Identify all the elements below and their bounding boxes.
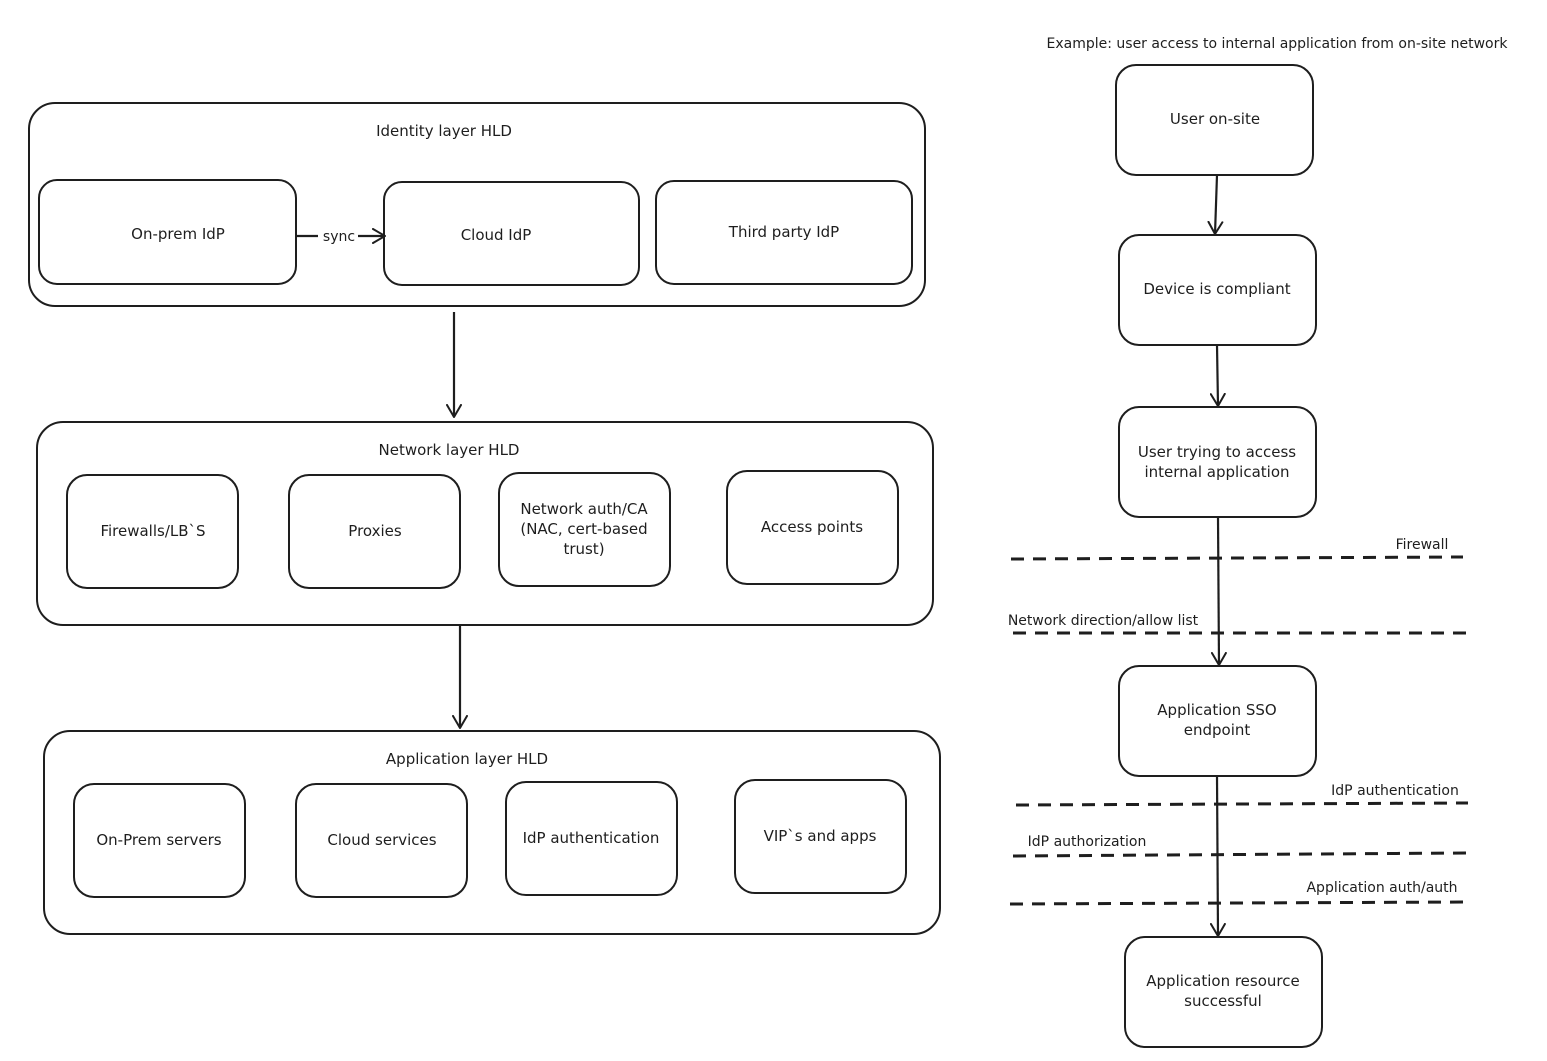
flow-title: Example: user access to internal applica… xyxy=(1047,36,1509,52)
firewalls-label: Firewalls/LB`S xyxy=(100,522,205,540)
onprem-servers-label: On-Prem servers xyxy=(96,831,221,849)
user-trying-access-label-line2: internal application xyxy=(1144,463,1289,481)
cloud-services-label: Cloud services xyxy=(327,831,436,849)
idp-authorization-boundary-line xyxy=(1012,851,1467,858)
example-flow-group: Example: user access to internal applica… xyxy=(1008,36,1509,1048)
app-resource-success-label-line1: Application resource xyxy=(1146,972,1299,990)
third-party-idp-label: Third party IdP xyxy=(728,223,839,241)
idp-authorization-boundary-label: IdP authorization xyxy=(1028,834,1147,850)
proxies-box xyxy=(288,474,461,589)
app-sso-endpoint-label-line1: Application SSO xyxy=(1157,701,1276,719)
network-auth-box xyxy=(498,472,671,587)
application-layer-title: Application layer HLD xyxy=(386,750,548,768)
onprem-idp-box xyxy=(38,179,297,285)
vips-apps-box xyxy=(734,779,907,894)
app-sso-endpoint-label-line2: endpoint xyxy=(1184,721,1251,739)
idp-authentication-box xyxy=(505,781,678,896)
network-auth-label-line1: Network auth/CA xyxy=(520,500,648,518)
network-direction-boundary-label: Network direction/allow list xyxy=(1008,613,1199,629)
firewall-boundary-label: Firewall xyxy=(1396,537,1449,553)
onprem-servers-box xyxy=(73,783,246,898)
flow-arrow-3 xyxy=(1210,516,1227,666)
network-auth-label-line2: (NAC, cert-based xyxy=(520,520,647,538)
flow-arrow-2 xyxy=(1209,344,1226,407)
flow-arrow-1 xyxy=(1207,174,1224,235)
application-layer-group: Application layer HLD On-Prem servers Cl… xyxy=(43,730,941,935)
device-compliant-label: Device is compliant xyxy=(1143,280,1290,298)
application-auth-boundary-line xyxy=(1009,900,1466,906)
vips-apps-label: VIP`s and apps xyxy=(764,827,877,845)
proxies-label: Proxies xyxy=(348,522,402,540)
identity-layer-container xyxy=(28,102,926,307)
sync-label: sync xyxy=(323,229,355,245)
idp-authentication-boundary-line xyxy=(1015,801,1469,807)
access-points-label: Access points xyxy=(761,518,863,536)
network-layer-container xyxy=(36,421,934,626)
firewall-boundary-line xyxy=(1010,555,1464,561)
identity-layer-title: Identity layer HLD xyxy=(376,122,512,140)
user-onsite-label: User on-site xyxy=(1170,110,1260,128)
onprem-idp-label: On-prem IdP xyxy=(131,225,225,243)
cloud-services-box xyxy=(295,783,468,898)
third-party-idp-box xyxy=(655,180,913,285)
user-trying-access-box xyxy=(1118,406,1317,518)
access-points-box xyxy=(726,470,899,585)
user-trying-access-label-line1: User trying to access xyxy=(1138,443,1296,461)
user-onsite-box xyxy=(1115,64,1314,176)
cloud-idp-label: Cloud IdP xyxy=(461,226,532,244)
app-resource-success-box xyxy=(1124,936,1323,1048)
app-resource-success-label-line2: successful xyxy=(1184,992,1262,1010)
application-auth-boundary-label: Application auth/auth xyxy=(1306,880,1457,896)
network-auth-label-line3: trust) xyxy=(563,540,604,558)
idp-authentication-label: IdP authentication xyxy=(523,829,660,847)
network-layer-group: Network layer HLD Firewalls/LB`S Proxies… xyxy=(36,421,934,626)
network-layer-title: Network layer HLD xyxy=(379,441,520,459)
firewalls-box xyxy=(66,474,239,589)
identity-layer-group: Identity layer HLD On-prem IdP Cloud IdP… xyxy=(28,102,926,307)
application-layer-container xyxy=(43,730,941,935)
idp-authentication-boundary-label: IdP authentication xyxy=(1331,783,1459,799)
